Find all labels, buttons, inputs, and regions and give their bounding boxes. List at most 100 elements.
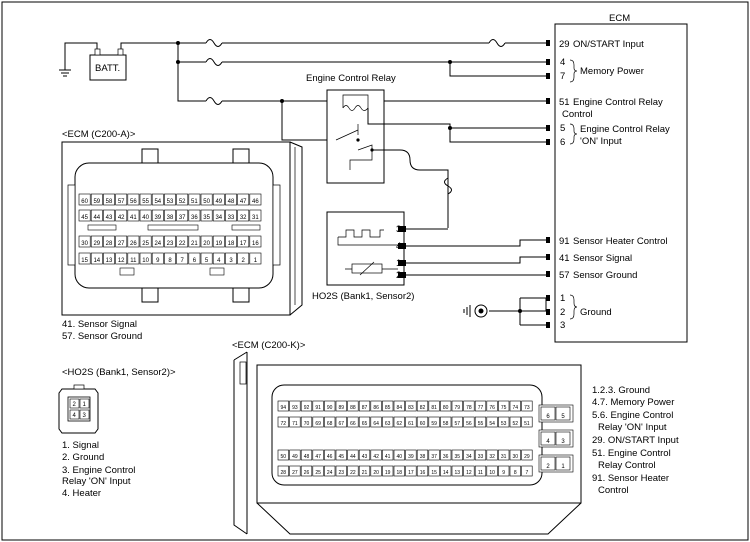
connector-a-pin-cell (90, 252, 103, 265)
connector-ho2s-key (73, 384, 85, 390)
connector-a-pin-label: 50 (203, 199, 210, 205)
relay-switch (335, 124, 373, 170)
relay-coil-frame (342, 94, 369, 101)
connector-k-pin-cell (498, 416, 510, 428)
connector-k-pin-cell (451, 416, 463, 428)
connector-k-pin-label: 34 (466, 454, 472, 460)
connector-ho2s-note-3: 3. Engine Control (62, 465, 135, 476)
connector-a-pin-cell (90, 193, 103, 206)
relay-on-brace (569, 123, 578, 145)
connector-k-pin-cell (509, 449, 521, 461)
connector-a-pin-cell (225, 193, 237, 206)
relay-title: Engine Control Relay (306, 73, 396, 84)
connector-k-pin-cell (300, 449, 313, 461)
connector-k-pin-label: 15 (431, 470, 437, 476)
connector-a-pin-label: 27 (118, 241, 125, 247)
connector-a-pin-cell (188, 235, 201, 248)
connector-k-pin-label: 88 (350, 405, 356, 411)
connector-a-pin-cell (176, 235, 189, 248)
connector-k-pin-label: 8 (514, 470, 517, 476)
connector-a-key-3 (231, 224, 261, 231)
connector-k-side-pin-label: 4 (546, 439, 550, 445)
connector-a-pin-cell (225, 209, 237, 222)
fuse-2 (488, 39, 506, 47)
connector-k-pin-cell (335, 416, 347, 428)
connector-k-pin-cell (428, 465, 440, 477)
connector-a-pin-cell (115, 235, 128, 248)
connector-k-pin-label: 67 (339, 421, 345, 427)
connector-k-pin-label: 62 (397, 421, 403, 427)
connector-k-pin-label: 17 (408, 470, 414, 476)
connector-k-pin-label: 28 (281, 470, 287, 476)
connector-a-pin-cell (249, 235, 262, 248)
connector-k-pin-cell (440, 465, 452, 477)
connector-k-side-pin-label: 1 (561, 464, 565, 470)
connector-k-pin-cell (277, 400, 289, 412)
connector-a-pin-label: 19 (215, 241, 222, 247)
relay-coil-leads (342, 101, 369, 108)
connector-k-pin-label: 81 (431, 405, 437, 411)
ecm-pin-2-num: 2 (560, 307, 565, 318)
connector-a-pin-label: 25 (142, 241, 149, 247)
ho2s-pin-marker-4 (398, 243, 406, 249)
fuse-1 (205, 39, 223, 47)
connector-a-pin-label: 36 (191, 215, 198, 221)
connector-k-side-pin-cell (555, 456, 571, 471)
connector-a-pin-label: 4 (217, 258, 221, 264)
connector-a-pin-label: 59 (93, 199, 100, 205)
relay-coil (342, 105, 369, 111)
ho2s-sensor-slash (359, 261, 375, 276)
connector-k-pin-label: 91 (315, 405, 321, 411)
connector-a-pin-label: 46 (252, 199, 259, 205)
connector-ho2s-note-2: 2. Ground (62, 452, 104, 463)
connector-k-pin-label: 13 (455, 470, 461, 476)
connector-a-pin-label: 6 (193, 258, 197, 264)
connector-k-side-pin-label: 2 (546, 464, 550, 470)
connector-k-pin-label: 70 (304, 421, 310, 427)
connector-k-pin-label: 77 (478, 405, 484, 411)
connector-k-pin-cell (324, 416, 336, 428)
relay-node-1 (356, 138, 360, 142)
connector-k-pin-cell (335, 449, 347, 461)
connector-k-pin-cell (347, 416, 359, 428)
connector-ho2s-cell-1 (79, 398, 90, 409)
connector-k-pin-cell (358, 416, 371, 428)
connector-k-pin-cell (277, 416, 289, 428)
connector-k-pin-cell (486, 400, 498, 412)
connector-k-pin-label: 22 (350, 470, 356, 476)
ecm-relay-on-2: 'ON' Input (580, 136, 622, 147)
connector-a-pin-cell (78, 209, 91, 222)
connector-a-pin-label: 28 (106, 241, 113, 247)
connector-k-pin-label: 45 (339, 454, 345, 460)
connector-k-pin-cell (405, 400, 417, 412)
connector-a-pin-label: 52 (179, 199, 186, 205)
connector-a-pin-cell (115, 193, 128, 206)
connector-k-pin-cell (312, 465, 324, 477)
connector-a-pin-cell (139, 235, 152, 248)
connector-k-pin-label: 53 (501, 421, 507, 427)
connector-k-pin-label: 89 (339, 405, 345, 411)
connector-k-pin-label: 21 (362, 470, 368, 476)
ecm-pin-41-num: 41 (559, 253, 570, 264)
connector-a-pin-cell (103, 209, 115, 222)
connector-k-pin-cell (324, 449, 336, 461)
ecm-pin-3-num: 3 (560, 320, 565, 331)
connector-ho2s-cell-2 (69, 398, 80, 409)
wire-5 (367, 108, 546, 129)
connector-k-pin-cell (312, 449, 324, 461)
connector-k-pin-label: 76 (489, 405, 495, 411)
connector-k-pin-cell (509, 416, 521, 428)
battery-pos-terminal (117, 48, 124, 56)
connector-a-pin-label: 32 (240, 215, 247, 221)
connector-a-pin-label: 2 (242, 258, 246, 264)
connector-a-pin-cell (200, 252, 213, 265)
connector-k-pin-cell (474, 465, 487, 477)
connector-k-pin-label: 44 (350, 454, 356, 460)
wire-memory (177, 43, 206, 63)
connector-k-pin-cell (370, 416, 382, 428)
connector-a-pin-cell (127, 235, 140, 248)
connector-k-side-pin-cell (540, 431, 556, 446)
connector-k-pin-cell (382, 465, 394, 477)
connector-a-pin-cell (225, 235, 237, 248)
